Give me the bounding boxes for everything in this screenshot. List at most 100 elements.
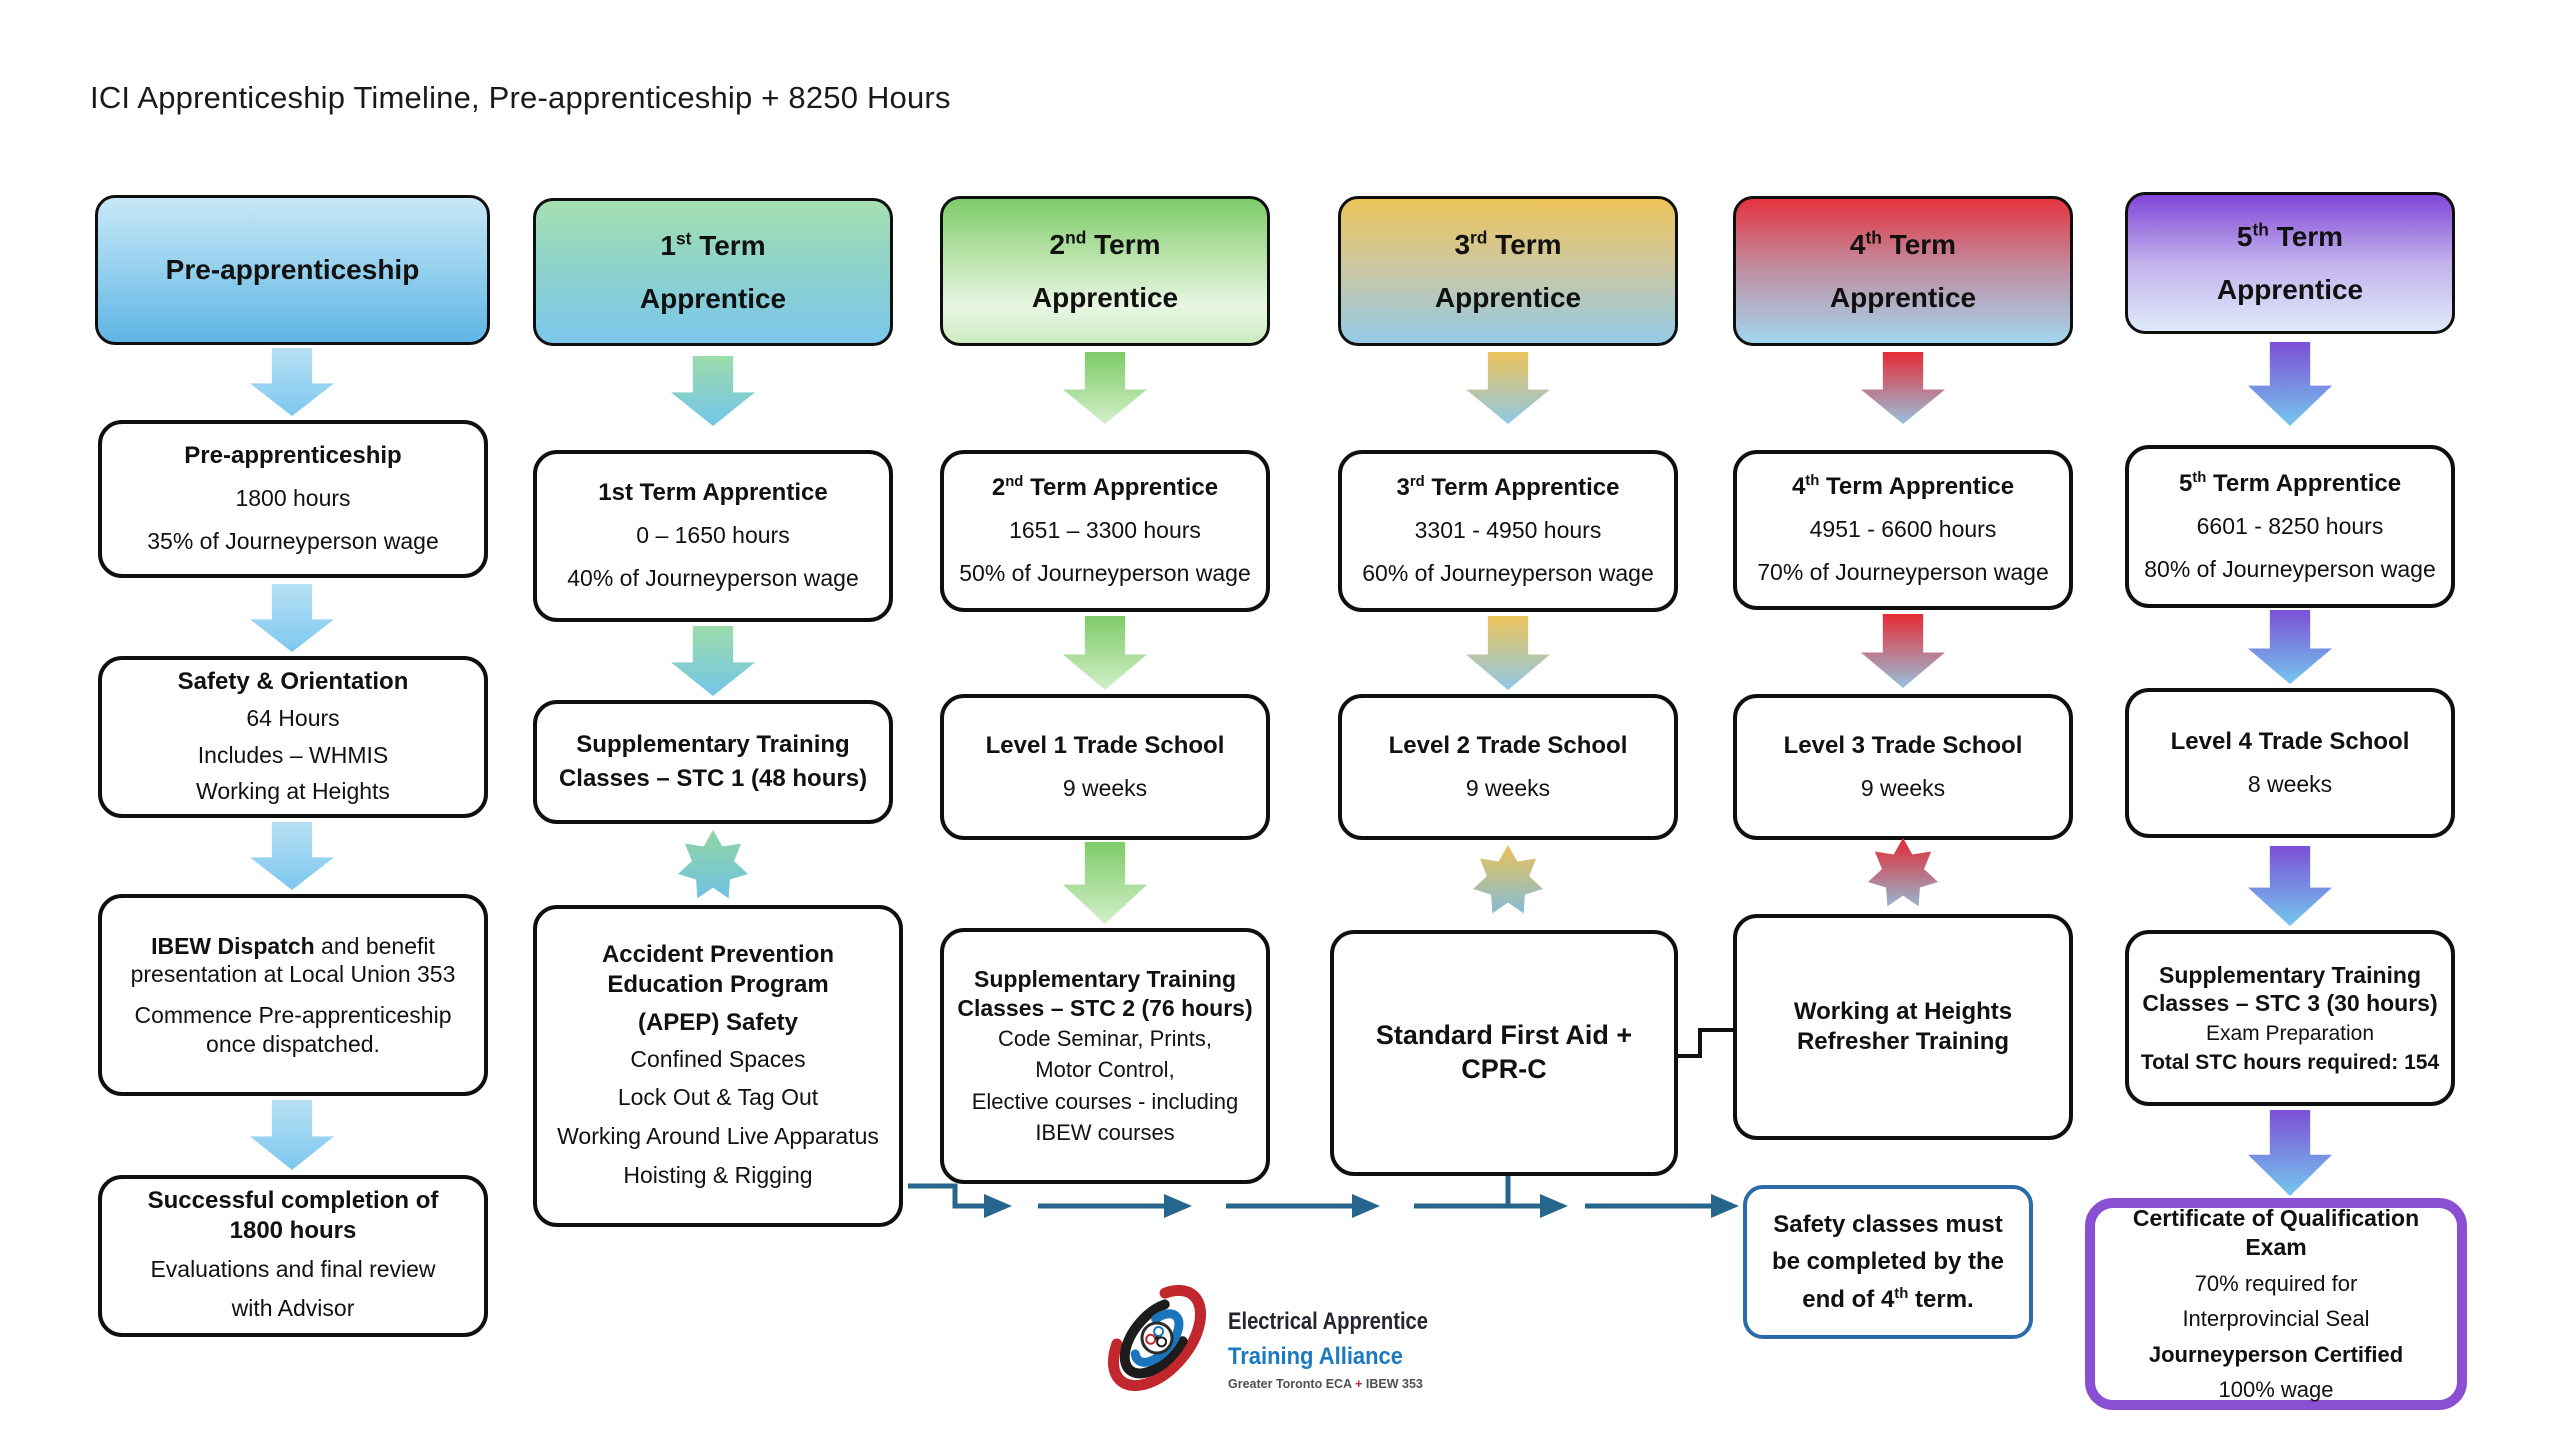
cert-title: Certificate of Qualification Exam [2132, 1205, 2420, 1260]
box-title: Level 4 Trade School [2170, 727, 2410, 755]
stage-title: 5th Term Apprentice [2178, 469, 2402, 497]
completion-box: Successful completion of 1800 hours Eval… [98, 1175, 488, 1337]
stage-hours: 1651 – 3300 hours [1009, 517, 1201, 544]
box-line: 9 weeks [1860, 774, 1946, 801]
down-arrow-icon [1861, 614, 1945, 688]
header-line2: Apprentice [2216, 274, 2364, 305]
stage-hours: 1800 hours [235, 485, 351, 512]
logo-swoosh-icon [1107, 1284, 1207, 1392]
box-title: Working at Heights [1793, 998, 2013, 1025]
page-title: ICI Apprenticeship Timeline, Pre-apprent… [90, 80, 951, 115]
term5-header: 5th Term Apprentice [2125, 192, 2455, 334]
stage-title: 3rd Term Apprentice [1396, 474, 1620, 502]
down-arrow-icon [2248, 342, 2332, 426]
box-line: IBEW courses [1035, 1120, 1175, 1146]
stage-wage: 50% of Journeyperson wage [959, 560, 1251, 586]
term2-stage-box: 2nd Term Apprentice 1651 – 3300 hours 50… [940, 450, 1270, 612]
first-aid-to-wah-connector [1678, 1028, 1733, 1058]
box-title: Classes – STC 1 (48 hours) [558, 765, 868, 792]
stage-title: 2nd Term Apprentice [991, 474, 1219, 502]
dispatch-text: IBEW Dispatch and benefit presentation a… [116, 932, 470, 990]
ibew-dispatch-box: IBEW Dispatch and benefit presentation a… [98, 894, 488, 1096]
first-aid-box: Standard First Aid + CPR-C [1330, 930, 1678, 1176]
term4-header: 4th Term Apprentice [1733, 196, 2073, 346]
box-title: Successful completion of [147, 1187, 439, 1215]
down-arrow-icon [1466, 352, 1550, 424]
box-line: 8 weeks [2247, 770, 2333, 797]
box-line: with Advisor [231, 1295, 355, 1321]
term4-stage-box: 4th Term Apprentice 4951 - 6600 hours 70… [1733, 450, 2073, 610]
cert-line: 100% wage [2218, 1377, 2334, 1403]
stage-hours: 0 – 1650 hours [636, 522, 790, 549]
down-arrow-icon [671, 626, 755, 696]
box-title: Refresher Training [1796, 1028, 2010, 1055]
box-line: Lock Out & Tag Out [617, 1084, 819, 1111]
dispatch-bold: IBEW Dispatch [151, 932, 315, 959]
level4-trade-school-box: Level 4 Trade School 8 weeks [2125, 688, 2455, 838]
box-title: Education Program [607, 970, 829, 998]
term5-stage-box: 5th Term Apprentice 6601 - 8250 hours 80… [2125, 445, 2455, 608]
stage-title: 1st Term Apprentice [598, 479, 828, 507]
stage-wage: 70% of Journeyperson wage [1757, 559, 2049, 585]
box-line: Motor Control, [1035, 1057, 1175, 1083]
box-line: Hoisting & Rigging [623, 1161, 813, 1188]
down-arrow-icon [1861, 352, 1945, 424]
box-total: Total STC hours required: 154 [2140, 1051, 2440, 1075]
term3-header: 3rd Term Apprentice [1338, 196, 1678, 346]
safety-orientation-box: Safety & Orientation 64 Hours Includes –… [98, 656, 488, 818]
box-title: Supplementary Training [576, 731, 850, 758]
box-title: Classes – STC 3 (30 hours) [2142, 990, 2438, 1017]
logo-line1: Electrical Apprentice [1228, 1308, 1428, 1335]
down-arrow-icon [1063, 842, 1147, 924]
down-arrow-icon [2248, 846, 2332, 926]
box-line: Exam Preparation [2205, 1022, 2375, 1045]
box-line: Working at Heights [196, 778, 390, 805]
stage-hours: 6601 - 8250 hours [2196, 512, 2384, 539]
star-burst-icon [677, 830, 749, 899]
box-line: Evaluations and final review [150, 1256, 436, 1283]
cert-line: 70% required for [2194, 1270, 2358, 1296]
box-title: Supplementary Training [974, 966, 1236, 993]
level1-trade-school-box: Level 1 Trade School 9 weeks [940, 694, 1270, 840]
header-line2: Apprentice [1031, 282, 1179, 313]
working-at-heights-box: Working at Heights Refresher Training [1733, 914, 2073, 1140]
note-line: end of 4th term. [1802, 1285, 1974, 1313]
level3-trade-school-box: Level 3 Trade School 9 weeks [1733, 694, 2073, 840]
dispatch-para2: Commence Pre-apprenticeship once dispatc… [134, 1002, 452, 1057]
box-title: Safety & Orientation [177, 667, 409, 695]
header-label: Pre-apprenticeship [165, 254, 420, 286]
down-arrow-icon [1466, 616, 1550, 690]
box-title: Level 1 Trade School [985, 731, 1225, 759]
safety-note-box: Safety classes must be completed by the … [1743, 1185, 2033, 1339]
term1-stage-box: 1st Term Apprentice 0 – 1650 hours 40% o… [533, 450, 893, 622]
box-line: Elective courses - including [971, 1088, 1239, 1114]
stage-wage: 35% of Journeyperson wage [147, 528, 439, 554]
note-line: be completed by the [1771, 1248, 2005, 1276]
stage-wage: 60% of Journeyperson wage [1362, 560, 1654, 586]
box-line: Code Seminar, Prints, [998, 1025, 1212, 1051]
box-line: Confined Spaces [630, 1045, 806, 1072]
stage-title: Pre-apprenticeship [184, 442, 402, 470]
header-line1: 5th Term [2236, 219, 2344, 252]
header-line2: Apprentice [639, 283, 787, 314]
note-line: Safety classes must [1773, 1211, 2003, 1239]
certificate-box: Certificate of Qualification Exam 70% re… [2085, 1198, 2467, 1410]
down-arrow-icon [250, 348, 334, 416]
logo-line2: Training Alliance [1228, 1343, 1403, 1370]
term3-stage-box: 3rd Term Apprentice 3301 - 4950 hours 60… [1338, 450, 1678, 612]
cert-line: Interprovincial Seal [2182, 1306, 2370, 1332]
stage-wage: 40% of Journeyperson wage [567, 565, 859, 591]
down-arrow-icon [1063, 352, 1147, 424]
box-line: 9 weeks [1465, 774, 1551, 801]
header-line2: Apprentice [1434, 282, 1582, 313]
down-arrow-icon [250, 822, 334, 890]
stage-hours: 4951 - 6600 hours [1809, 516, 1997, 543]
arrowhead-icons [984, 1194, 1739, 1218]
apep-box: Accident Prevention Education Program (A… [533, 905, 903, 1227]
dispatch-rest: and benefit presentation at Local Union … [130, 932, 456, 988]
stage-hours: 3301 - 4950 hours [1414, 517, 1602, 544]
down-arrow-icon [2248, 610, 2332, 684]
stc1-box: Supplementary Training Classes – STC 1 (… [533, 700, 893, 824]
down-arrow-icon [250, 584, 334, 652]
